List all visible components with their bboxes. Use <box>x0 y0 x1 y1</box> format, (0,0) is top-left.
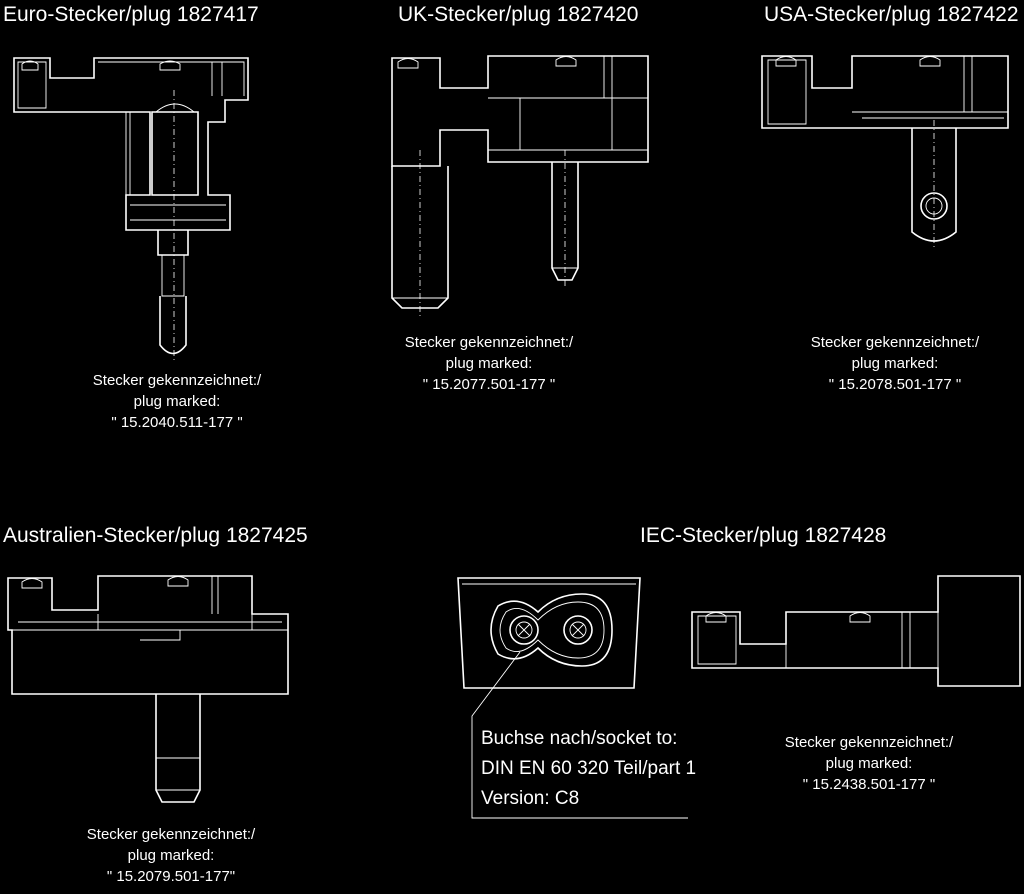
euro-plug-drawing <box>14 58 248 360</box>
marking-line: Stecker gekennzeichnet:/ <box>86 826 256 843</box>
euro-plug-marking: Stecker gekennzeichnet:/ plug marked: " … <box>62 370 292 433</box>
marking-line: Stecker gekennzeichnet:/ <box>810 334 980 351</box>
australia-plug-title: Australien-Stecker/plug 1827425 <box>3 524 308 547</box>
marking-line: " 15.2079.501-177" <box>106 868 236 885</box>
uk-plug-title: UK-Stecker/plug 1827420 <box>398 3 639 26</box>
marking-line: plug marked: <box>127 847 215 864</box>
socket-note-line: Version: C8 <box>481 788 580 809</box>
socket-standard-note: Buchse nach/socket to: DIN EN 60 320 Tei… <box>481 724 696 814</box>
uk-plug-marking: Stecker gekennzeichnet:/ plug marked: " … <box>374 332 604 395</box>
socket-note-line: DIN EN 60 320 Teil/part 1 <box>481 758 697 779</box>
australia-plug-marking: Stecker gekennzeichnet:/ plug marked: " … <box>56 824 286 887</box>
marking-line: plug marked: <box>825 755 913 772</box>
uk-plug-drawing <box>392 56 648 318</box>
marking-line: plug marked: <box>133 393 221 410</box>
usa-plug-marking: Stecker gekennzeichnet:/ plug marked: " … <box>780 332 1010 395</box>
socket-note-line: Buchse nach/socket to: <box>481 728 678 749</box>
australia-plug-drawing <box>8 576 288 802</box>
iec-plug-marking: Stecker gekennzeichnet:/ plug marked: " … <box>754 732 984 795</box>
usa-plug-drawing <box>762 56 1008 250</box>
marking-line: Stecker gekennzeichnet:/ <box>784 734 954 751</box>
marking-line: plug marked: <box>851 355 939 372</box>
iec-plug-drawing <box>458 576 1020 818</box>
usa-plug-title: USA-Stecker/plug 1827422 <box>764 3 1019 26</box>
marking-line: " 15.2438.501-177 " <box>802 776 936 793</box>
marking-line: " 15.2078.501-177 " <box>828 376 962 393</box>
marking-line: Stecker gekennzeichnet:/ <box>92 372 262 389</box>
marking-line: Stecker gekennzeichnet:/ <box>404 334 574 351</box>
euro-plug-title: Euro-Stecker/plug 1827417 <box>3 3 259 26</box>
marking-line: " 15.2077.501-177 " <box>422 376 556 393</box>
marking-line: " 15.2040.511-177 " <box>111 414 243 431</box>
iec-plug-title: IEC-Stecker/plug 1827428 <box>640 524 887 547</box>
marking-line: plug marked: <box>445 355 533 372</box>
